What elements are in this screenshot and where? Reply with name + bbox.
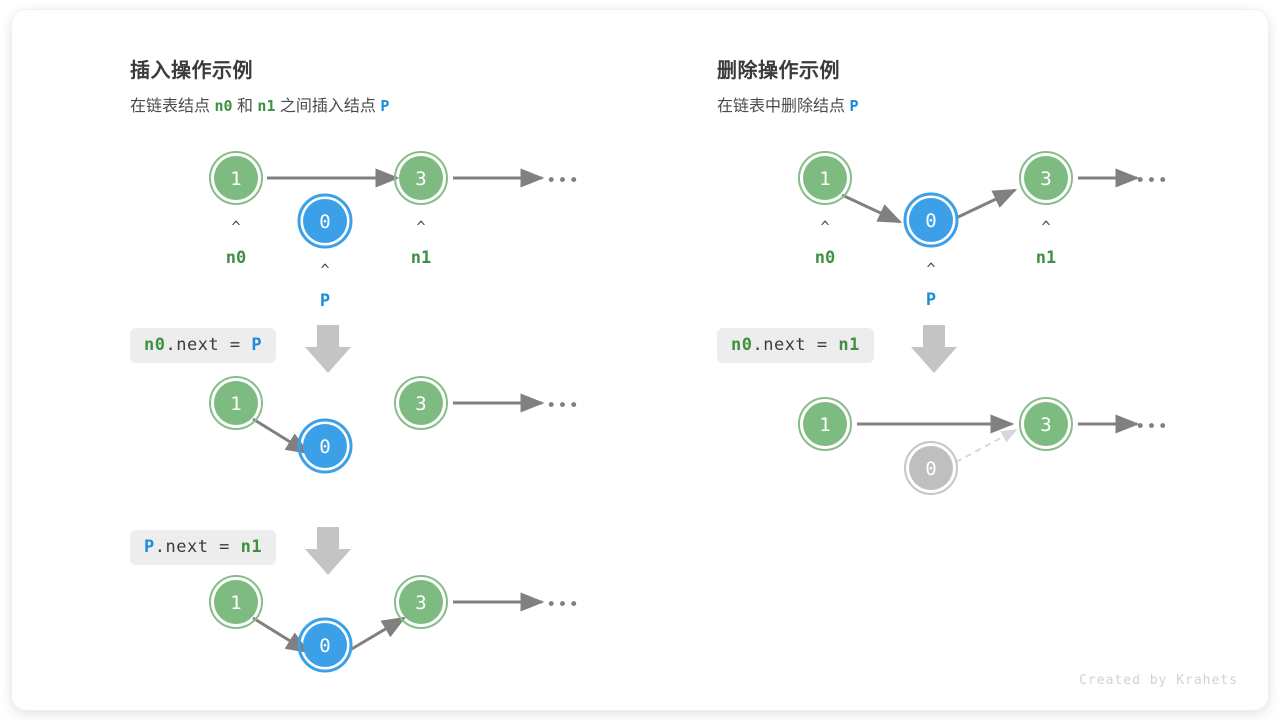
pointer-label-n1: n1 xyxy=(411,248,431,268)
node-value: 0 xyxy=(925,458,936,480)
subtitle-var-p: P xyxy=(849,97,859,115)
insert-step-2-code: P.next = n1 xyxy=(130,530,277,565)
pointer-label-n0: n0 xyxy=(226,248,246,268)
node-value: 0 xyxy=(319,635,330,657)
node-p: 0 xyxy=(297,617,353,673)
step-arrow-delete-1 xyxy=(911,325,957,373)
node-value: 1 xyxy=(819,168,830,190)
node-value: 3 xyxy=(1040,168,1051,190)
node-deleted: 0 xyxy=(904,441,958,495)
arrow-n0-to-p xyxy=(841,193,903,224)
node-value: 3 xyxy=(415,393,426,415)
arrow-n0-to-p xyxy=(252,417,311,455)
caret-icon: ^ xyxy=(231,218,240,236)
node-n1: 3 xyxy=(394,575,448,629)
subtitle-var-n0: n0 xyxy=(214,97,233,115)
node-n0: 1 xyxy=(209,151,263,205)
node-n0: 1 xyxy=(798,151,852,205)
credit-text: Created by Krahets xyxy=(1079,673,1238,688)
subtitle-text-prefix: 在链表结点 xyxy=(130,98,215,115)
code-token-p: P xyxy=(251,335,263,355)
insert-row-3: 1 0 3 ••• xyxy=(209,575,580,673)
subtitle-var-p: P xyxy=(380,97,390,115)
caret-icon: ^ xyxy=(416,218,425,236)
subtitle-text-mid: 和 xyxy=(232,98,258,115)
node-value: 3 xyxy=(415,592,426,614)
code-token-n1: n1 xyxy=(240,537,263,557)
node-n1: 3 xyxy=(1019,151,1073,205)
delete-step-1-code: n0.next = n1 xyxy=(717,328,874,363)
code-token-next: .next = xyxy=(165,335,252,355)
panel-delete-subtitle: 在链表中删除结点 P xyxy=(717,92,858,116)
node-value: 1 xyxy=(819,414,830,436)
node-n1: 3 xyxy=(394,376,448,430)
arrow-p-to-n1 xyxy=(955,188,1018,220)
pointer-label-p: P xyxy=(926,290,936,310)
node-value: 1 xyxy=(230,168,241,190)
pointer-label-p: P xyxy=(320,291,330,311)
pointer-label-n0: n0 xyxy=(815,248,835,268)
insert-row-2: 1 0 3 ••• xyxy=(209,376,580,474)
node-n0: 1 xyxy=(209,376,263,430)
pointer-label-n1: n1 xyxy=(1036,248,1056,268)
code-token-n0: n0 xyxy=(144,335,166,355)
node-n0: 1 xyxy=(209,575,263,629)
arrow-p-to-n1 xyxy=(349,616,407,652)
panel-insert-title: 插入操作示例 xyxy=(130,60,253,82)
code-token-next: .next = xyxy=(154,537,241,557)
caret-icon: ^ xyxy=(320,261,329,279)
ellipsis-icon: ••• xyxy=(546,595,580,615)
subtitle-var-n1: n1 xyxy=(257,97,276,115)
node-value: 1 xyxy=(230,393,241,415)
node-p: 0 xyxy=(297,193,353,249)
caret-icon: ^ xyxy=(926,260,935,278)
insert-row-1: 1 ^ n0 0 ^ P 3 ^ n1 ••• xyxy=(209,151,580,311)
caret-icon: ^ xyxy=(820,218,829,236)
node-value: 3 xyxy=(415,168,426,190)
code-token-next: .next = xyxy=(752,335,839,355)
panel-insert-subtitle: 在链表结点 n0 和 n1 之间插入结点 P xyxy=(130,92,389,116)
ellipsis-icon: ••• xyxy=(546,396,580,416)
code-token-p: P xyxy=(144,537,155,557)
node-value: 1 xyxy=(230,592,241,614)
node-n0: 1 xyxy=(798,397,852,451)
node-value: 0 xyxy=(319,436,330,458)
caret-icon: ^ xyxy=(1041,218,1050,236)
node-n1: 3 xyxy=(394,151,448,205)
subtitle-text-prefix: 在链表中删除结点 xyxy=(717,98,850,115)
node-p: 0 xyxy=(903,192,959,248)
node-n1: 3 xyxy=(1019,397,1073,451)
insert-step-1-code: n0.next = P xyxy=(130,328,277,363)
node-p: 0 xyxy=(297,418,353,474)
ellipsis-icon: ••• xyxy=(1135,417,1169,437)
node-value: 0 xyxy=(319,211,330,233)
diagram-card: 插入操作示例 在链表结点 n0 和 n1 之间插入结点 P n0.next = … xyxy=(12,10,1268,710)
step-arrow-insert-2 xyxy=(305,527,351,575)
arrow-n0-to-p xyxy=(252,616,311,654)
panel-delete-title: 删除操作示例 xyxy=(717,60,840,82)
arrow-deleted-node-dashed xyxy=(955,429,1018,463)
delete-row-1: 1 ^ n0 0 ^ P 3 ^ n1 ••• xyxy=(798,151,1169,310)
step-arrow-insert-1 xyxy=(305,325,351,373)
ellipsis-icon: ••• xyxy=(1135,171,1169,191)
subtitle-text-mid2: 之间插入结点 xyxy=(275,98,381,115)
node-value: 3 xyxy=(1040,414,1051,436)
node-value: 0 xyxy=(925,210,936,232)
ellipsis-icon: ••• xyxy=(546,171,580,191)
delete-row-2: 1 0 3 ••• xyxy=(798,397,1169,495)
code-token-n0: n0 xyxy=(731,335,753,355)
code-token-n1: n1 xyxy=(838,335,860,355)
